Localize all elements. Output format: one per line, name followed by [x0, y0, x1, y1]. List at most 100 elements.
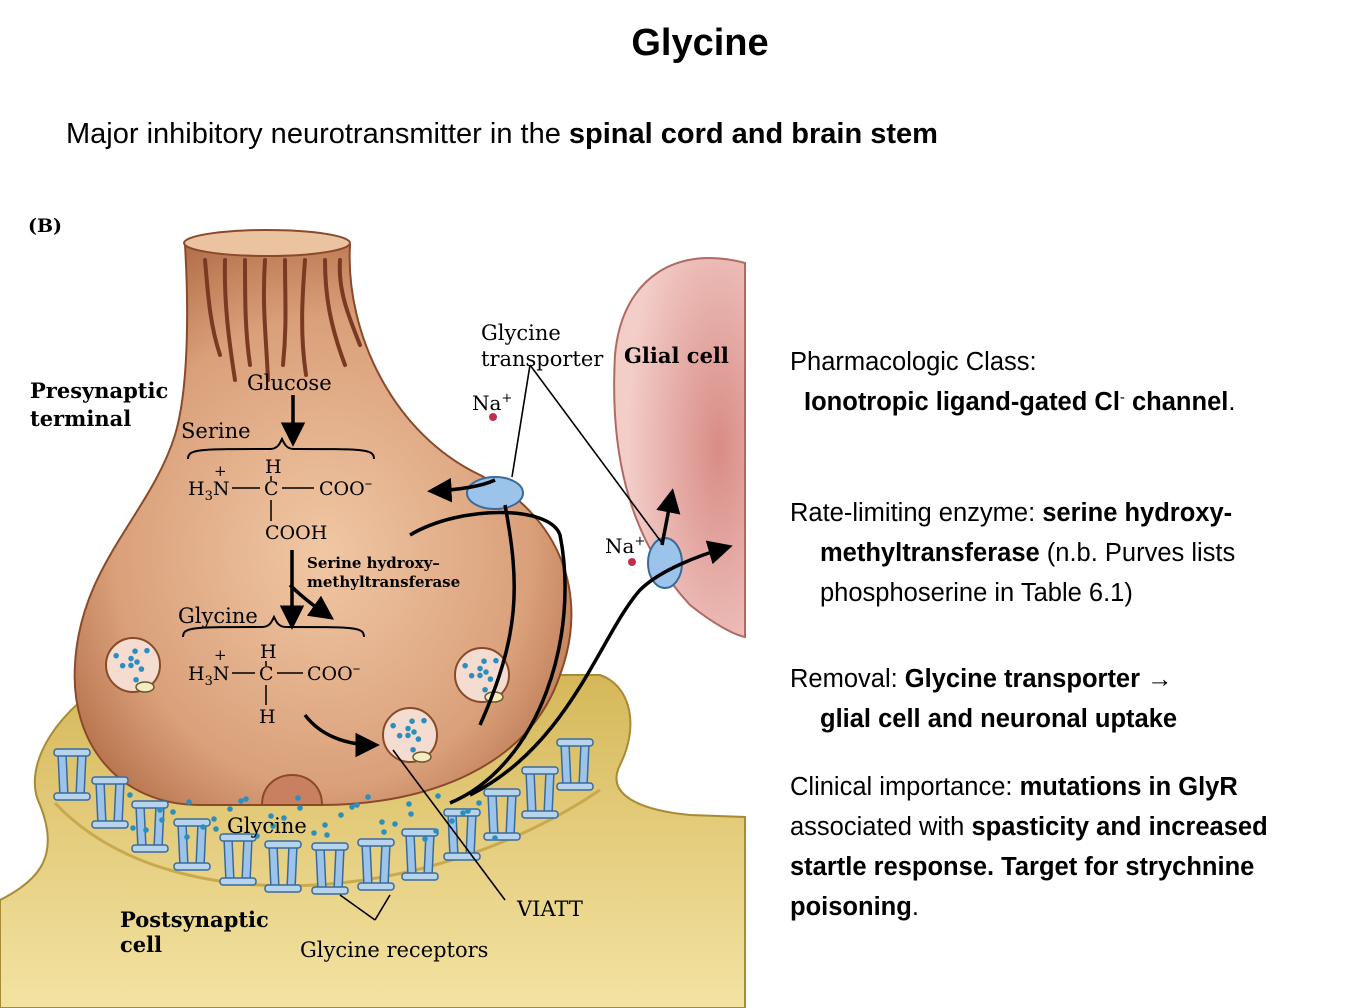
cleft-glycine-dot	[200, 824, 206, 830]
cleft-glycine-dot	[354, 802, 360, 808]
clinical-line4: poisoning.	[790, 887, 1268, 927]
glycine-h-top: H	[260, 641, 277, 663]
presynaptic-label: Presynaptic terminal	[30, 378, 176, 431]
postsynaptic-label-line2: cell	[120, 932, 162, 957]
cleft-glycine-dot	[254, 833, 260, 839]
postsynaptic-label-line1: Postsynaptic	[120, 907, 269, 932]
arrow-glia-out	[656, 488, 681, 546]
class-value: Ionotropic ligand-gated Cl	[804, 388, 1120, 416]
arrow-glycine-vesicle	[303, 713, 380, 758]
na-label-1: Na+	[472, 391, 512, 415]
pointer-viatt	[392, 749, 506, 901]
glycine-receptor	[556, 738, 594, 791]
serine-bottom: COOH	[265, 522, 327, 544]
glycine-receptor	[311, 842, 349, 895]
cleft-glycine-dot	[268, 813, 274, 819]
cleft-glycine-dot	[295, 795, 301, 801]
presynaptic-label-line2: terminal	[30, 406, 131, 431]
viatt-label: VIATT	[516, 897, 583, 921]
na-label-2-charge: +	[634, 534, 645, 549]
pharmacologic-class: Pharmacologic Class: Ionotropic ligand-g…	[790, 342, 1235, 422]
glycine-amine-h: H	[188, 663, 205, 685]
serine-formula: + H H3N C COO– COOH	[188, 456, 372, 544]
postsynaptic-label: Postsynaptic cell	[120, 907, 276, 957]
cleft-glycine-dot	[449, 818, 455, 824]
cleft-glycine-dot	[281, 815, 287, 821]
subtitle-bold: spinal cord and brain stem	[568, 118, 938, 150]
page-title: Glycine	[631, 22, 769, 64]
enzyme-line2: methyltransferase (n.b. Purves lists	[790, 533, 1235, 573]
clinical-line2-bold: spasticity and increased	[971, 813, 1268, 841]
cleft-glycine-dot	[365, 794, 371, 800]
glycine-brace	[182, 614, 365, 638]
glycine-plus: +	[214, 646, 227, 664]
serine-label: Serine	[181, 419, 251, 443]
clinical-line4-bold: poisoning	[790, 893, 912, 921]
cleft-glycine-dot	[238, 798, 244, 804]
sodium-ion-2	[628, 558, 636, 566]
cleft-glycine-dot	[406, 801, 412, 807]
serine-amine-n: N	[213, 478, 230, 500]
clinical-period: .	[911, 893, 919, 921]
glycine-receptor	[131, 800, 169, 853]
cleft-glycine-dot	[465, 808, 471, 814]
cleft-glycine-dot	[243, 796, 249, 802]
pointer-transporter-1	[511, 364, 531, 478]
cleft-glycine-dot	[379, 819, 385, 825]
cleft-glycine-dot	[143, 827, 149, 833]
arrow-enzyme	[288, 583, 335, 620]
arrow-glia-uptake	[469, 540, 733, 797]
serine-plus: +	[214, 462, 227, 480]
glycine-amine-n: N	[213, 663, 230, 685]
enzyme-label-line1: Serine hydroxy–	[307, 554, 440, 572]
enzyme-bold1: serine hydroxy-	[1042, 499, 1233, 527]
serine-coo-text: COO	[319, 478, 365, 500]
enzyme-bold2: methyltransferase	[820, 539, 1040, 567]
glycine-receptor	[53, 748, 91, 801]
glycine-amine: H3N	[188, 663, 229, 689]
axon-cross-section	[183, 229, 351, 257]
enzyme-label: Rate-limiting enzyme:	[790, 499, 1043, 527]
glycine-synapse-diagram: (B)	[0, 215, 746, 1008]
glycine-receptor	[173, 818, 211, 871]
glial-cell	[613, 256, 746, 639]
cleft-glycine-dot	[213, 826, 219, 832]
glycine-bottom: H	[259, 706, 276, 728]
cleft-glycine-dot	[127, 792, 133, 798]
arrow-reuptake	[409, 510, 567, 805]
na-label-1-charge: +	[501, 391, 512, 406]
enzyme-note1: (n.b. Purves lists	[1039, 539, 1236, 567]
page-subtitle: Major inhibitory neurotransmitter in the…	[66, 118, 938, 151]
cleft-glycine-dot	[492, 835, 498, 841]
cleft-glycine-dot	[435, 793, 441, 799]
serine-coo: COO–	[319, 474, 372, 500]
glycine-amine-sub: 3	[205, 674, 213, 689]
glycine-bonds	[232, 661, 303, 705]
removal-bold2: glial cell and neuronal uptake	[820, 705, 1178, 733]
serine-h-top: H	[265, 456, 282, 478]
pointer-receptor-1	[339, 894, 376, 921]
receptors-label: Glycine receptors	[300, 938, 488, 962]
glycine-coo-charge: –	[353, 659, 361, 677]
presynaptic-label-line1: Presynaptic	[30, 378, 168, 403]
serine-amine-sub: 3	[205, 489, 213, 504]
cleft-glycine-dot	[297, 805, 303, 811]
glycine-coo-text: COO	[307, 663, 353, 685]
glycine-receptor	[264, 840, 302, 893]
cleft-glycine-dot	[433, 828, 439, 834]
arrow-cleft-to-transporter	[478, 504, 516, 726]
na-label-2: Na+	[605, 534, 645, 558]
cleft-glycine-dot	[408, 811, 414, 817]
arrow-transporter-into-neuron	[427, 477, 496, 503]
cleft-glycine-dot	[130, 825, 136, 831]
cleft-glycine-dots	[127, 792, 498, 842]
serine-coo-charge: –	[365, 474, 373, 492]
glycine-receptor	[521, 766, 559, 819]
na-label-1-text: Na	[472, 391, 502, 415]
cleft-glycine-dot	[460, 810, 466, 816]
serine-brace	[187, 436, 375, 460]
clinical-line1: Clinical importance: mutations in GlyR	[790, 767, 1268, 807]
panel-label: (B)	[28, 215, 62, 237]
cleft-glycine-dot	[381, 829, 387, 835]
serine-bonds	[232, 476, 314, 521]
